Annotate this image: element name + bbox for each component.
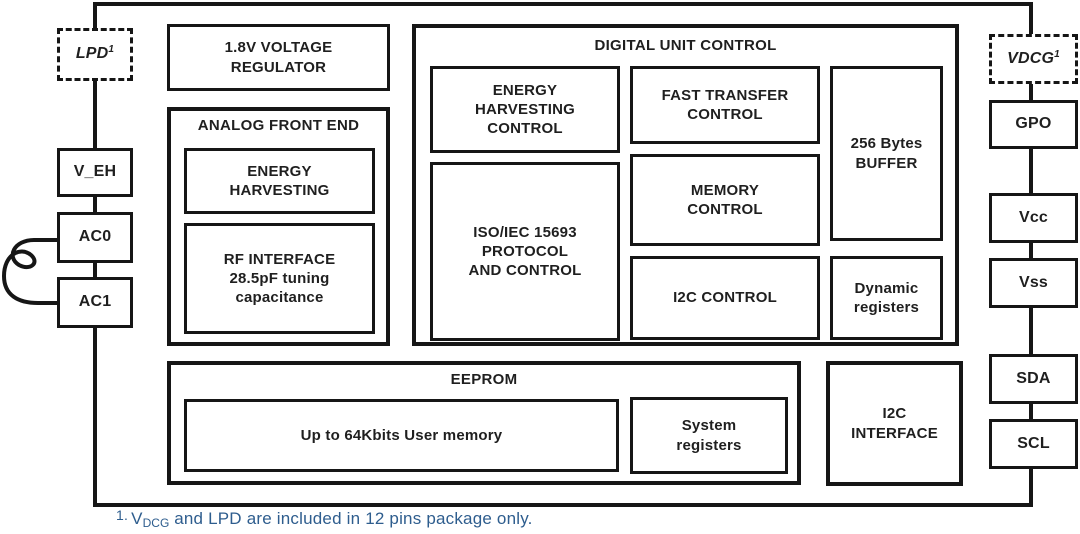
block-energy-harvesting: ENERGY HARVESTING xyxy=(184,148,375,214)
energy-harvesting-control-label: ENERGY HARVESTING CONTROL xyxy=(474,81,576,138)
pin-gpo: GPO xyxy=(989,100,1078,149)
iso-protocol-label: ISO/IEC 15693 PROTOCOL AND CONTROL xyxy=(468,223,582,280)
footnote-ref: 1. xyxy=(116,507,129,523)
block-dynamic-registers: Dynamic registers xyxy=(830,256,943,340)
dynamic-registers-label: Dynamic registers xyxy=(853,279,920,316)
block-voltage-regulator: 1.8V VOLTAGE REGULATOR xyxy=(167,24,390,91)
block-system-registers: System registers xyxy=(630,397,788,474)
pin-ac0: AC0 xyxy=(57,212,133,263)
pin-vss-label: Vss xyxy=(1018,273,1049,291)
pin-ac0-label: AC0 xyxy=(78,228,112,246)
i2c-interface-label: I2C INTERFACE xyxy=(851,405,938,442)
block-rf-interface: RF INTERFACE 28.5pF tuning capacitance xyxy=(184,223,375,334)
block-user-memory: Up to 64Kbits User memory xyxy=(184,399,619,472)
pin-vdcg: VDCG1 xyxy=(989,34,1078,84)
footnote-rest: and LPD are included in 12 pins package … xyxy=(169,509,533,528)
footnote: 1.VDCG and LPD are included in 12 pins p… xyxy=(116,507,533,530)
block-i2c-control: I2C CONTROL xyxy=(630,256,820,340)
fast-transfer-control-label: FAST TRANSFER CONTROL xyxy=(661,86,789,123)
pin-scl-label: SCL xyxy=(1017,434,1050,452)
i2c-control-label: I2C CONTROL xyxy=(673,289,777,307)
footnote-sub: DCG xyxy=(142,516,170,530)
block-iso-protocol-control: ISO/IEC 15693 PROTOCOL AND CONTROL xyxy=(430,162,620,341)
energy-harvesting-label: ENERGY HARVESTING xyxy=(229,162,330,199)
pin-vss: Vss xyxy=(989,258,1078,308)
block-fast-transfer-control: FAST TRANSFER CONTROL xyxy=(630,66,820,144)
rf-interface-label: RF INTERFACE 28.5pF tuning capacitance xyxy=(223,250,336,307)
pin-v-eh: V_EH xyxy=(57,148,133,197)
system-registers-label: System registers xyxy=(676,417,742,454)
analog-front-end-label: ANALOG FRONT END xyxy=(197,117,360,134)
block-energy-harvesting-control: ENERGY HARVESTING CONTROL xyxy=(430,66,620,153)
pin-sda-label: SDA xyxy=(1016,369,1051,387)
pin-sda: SDA xyxy=(989,354,1078,404)
pin-lpd: LPD1 xyxy=(57,28,133,81)
footnote-pre: V xyxy=(131,509,143,528)
block-i2c-interface: I2C INTERFACE xyxy=(826,361,963,486)
eeprom-label: EEPROM xyxy=(450,371,518,388)
block-256-bytes-buffer: 256 Bytes BUFFER xyxy=(830,66,943,241)
memory-control-label: MEMORY CONTROL xyxy=(687,181,763,218)
user-memory-label: Up to 64Kbits User memory xyxy=(300,426,503,444)
pin-vdcg-label: VDCG1 xyxy=(1007,48,1060,67)
pin-ac1-label: AC1 xyxy=(78,293,112,311)
digital-unit-control-label: DIGITAL UNIT CONTROL xyxy=(594,37,777,54)
pin-scl: SCL xyxy=(989,419,1078,469)
voltage-regulator-label: 1.8V VOLTAGE REGULATOR xyxy=(224,39,333,76)
pin-vcc: Vcc xyxy=(989,193,1078,243)
pin-lpd-label: LPD1 xyxy=(75,44,115,63)
antenna-coil-icon xyxy=(1,238,62,305)
pin-v-eh-label: V_EH xyxy=(73,163,117,181)
buffer-label: 256 Bytes BUFFER xyxy=(850,135,923,172)
pin-gpo-label: GPO xyxy=(1015,115,1052,133)
block-memory-control: MEMORY CONTROL xyxy=(630,154,820,246)
pin-ac1: AC1 xyxy=(57,277,133,328)
pin-vcc-label: Vcc xyxy=(1018,208,1049,226)
